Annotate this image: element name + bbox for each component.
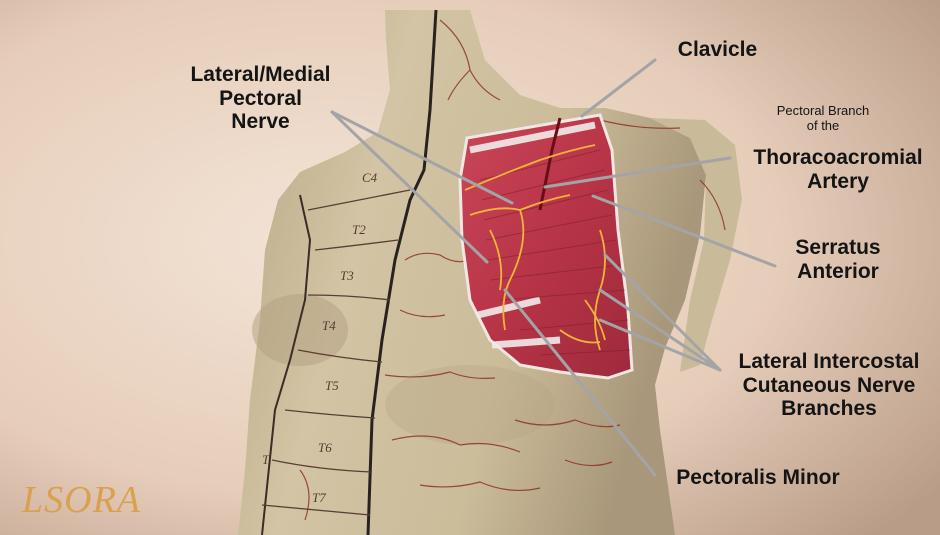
label-serratus-anterior: Serratus Anterior xyxy=(783,236,893,283)
label-line: Lateral/Medial xyxy=(178,63,343,87)
label-line: Branches xyxy=(722,397,936,421)
dermatome-label: C4 xyxy=(362,170,377,186)
label-clavicle: Clavicle xyxy=(665,38,770,62)
label-line: of the xyxy=(768,119,878,134)
dermatome-label: T4 xyxy=(322,318,336,334)
label-pectoral-branch-caption: Pectoral Branch of the xyxy=(768,104,878,133)
dermatome-label: T3 xyxy=(340,268,354,284)
label-line: Pectoral xyxy=(178,87,343,111)
lsora-logo: LSORA xyxy=(22,478,141,522)
label-lateral-intercostal-cutaneous-nerve-branches: Lateral Intercostal Cutaneous Nerve Bran… xyxy=(722,350,936,421)
label-line: Anterior xyxy=(783,260,893,284)
label-line: Thoracoacromial xyxy=(738,146,938,170)
dermatome-label: T5 xyxy=(325,378,339,394)
dermatome-label: T xyxy=(262,452,269,468)
label-pectoralis-minor: Pectoralis Minor xyxy=(658,466,858,490)
label-line: Cutaneous Nerve xyxy=(722,374,936,398)
label-line: Nerve xyxy=(178,110,343,134)
label-line: Pectoral Branch xyxy=(768,104,878,119)
dermatome-label: T7 xyxy=(312,490,326,506)
label-line: Serratus xyxy=(783,236,893,260)
label-thoracoacromial-artery: Thoracoacromial Artery xyxy=(738,146,938,193)
label-lateral-medial-pectoral-nerve: Lateral/Medial Pectoral Nerve xyxy=(178,63,343,134)
label-line: Artery xyxy=(738,170,938,194)
dermatome-label: T6 xyxy=(318,440,332,456)
dermatome-label: T2 xyxy=(352,222,366,238)
label-line: Lateral Intercostal xyxy=(722,350,936,374)
